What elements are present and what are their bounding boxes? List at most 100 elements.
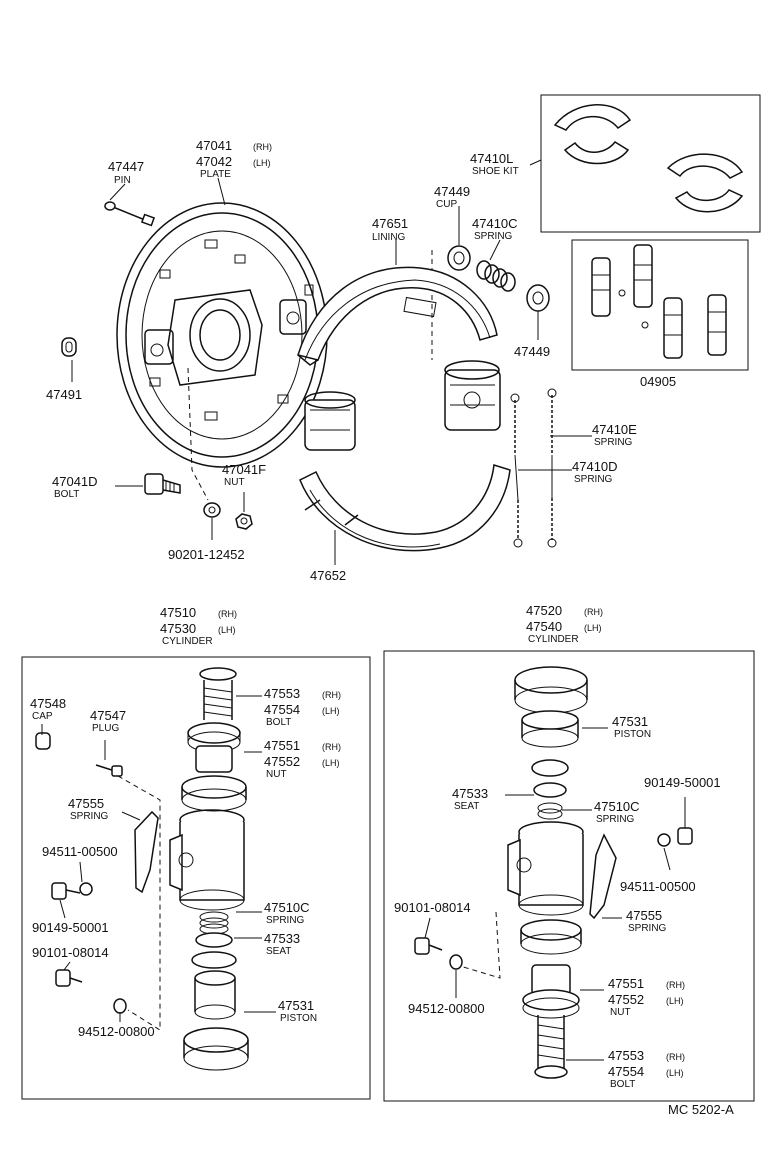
- svg-text:SPRING: SPRING: [574, 474, 613, 485]
- label-47410e: 47410E SPRING: [592, 422, 637, 448]
- label-47041: 47041 (RH) 47042 (LH) PLATE: [196, 138, 272, 180]
- svg-text:(LH): (LH): [322, 758, 340, 768]
- svg-text:47520: 47520: [526, 603, 562, 618]
- svg-text:NUT: NUT: [610, 1007, 631, 1018]
- label-47449: 47449: [514, 344, 550, 359]
- svg-text:SPRING: SPRING: [266, 915, 305, 926]
- clip-drawing: [61, 337, 77, 357]
- svg-text:47041: 47041: [196, 138, 232, 153]
- svg-text:47551: 47551: [264, 738, 300, 753]
- label-04905: 04905: [640, 374, 676, 389]
- svg-text:47552: 47552: [264, 754, 300, 769]
- svg-text:(LH): (LH): [666, 1068, 684, 1078]
- svg-text:SEAT: SEAT: [266, 946, 291, 957]
- label-47551-right: 47551 (RH) 47552 (LH) NUT: [608, 976, 685, 1018]
- return-springs-drawing: [510, 388, 557, 548]
- label-47555-right: 47555 SPRING: [626, 908, 667, 934]
- label-90149-right: 90149-50001: [644, 775, 721, 790]
- svg-text:47531: 47531: [278, 998, 314, 1013]
- svg-text:(LH): (LH): [253, 158, 271, 168]
- label-47410d: 47410D SPRING: [572, 459, 618, 485]
- assembly-cylinder-right: [444, 360, 501, 431]
- svg-text:SPRING: SPRING: [474, 231, 513, 242]
- svg-text:SPRING: SPRING: [628, 923, 667, 934]
- svg-text:BOLT: BOLT: [54, 489, 79, 500]
- svg-text:NUT: NUT: [224, 477, 245, 488]
- pin-drawing: [104, 201, 156, 227]
- svg-text:47510: 47510: [160, 605, 196, 620]
- shoe-kit-box: [540, 94, 761, 233]
- svg-text:47533: 47533: [264, 931, 300, 946]
- svg-text:(LH): (LH): [666, 996, 684, 1006]
- label-47449-cup: 47449 CUP: [434, 184, 470, 210]
- label-47041d: 47041D BOLT: [52, 474, 98, 500]
- repair-kit-box: [571, 239, 749, 371]
- label-47553-right: 47553 (RH) 47554 (LH) BOLT: [608, 1048, 685, 1090]
- svg-text:47555: 47555: [626, 908, 662, 923]
- svg-text:SEAT: SEAT: [454, 801, 479, 812]
- label-94511-right: 94511-00500: [620, 879, 696, 894]
- cup-47449b-drawing: [526, 284, 550, 312]
- backing-plate-drawing: [116, 202, 328, 468]
- svg-text:47553: 47553: [264, 686, 300, 701]
- svg-text:47547: 47547: [90, 708, 126, 723]
- label-47510c-left: 47510C SPRING: [264, 900, 310, 926]
- washer-90201-drawing: [203, 502, 221, 518]
- svg-text:(LH): (LH): [218, 625, 236, 635]
- label-47555-left: 47555 SPRING: [68, 796, 109, 822]
- label-47531-right: 47531 PISTON: [612, 714, 651, 740]
- label-47510c-right: 47510C SPRING: [594, 799, 640, 825]
- svg-text:47530: 47530: [160, 621, 196, 636]
- label-94512-right: 94512-00800: [408, 1001, 485, 1016]
- svg-text:47651: 47651: [372, 216, 408, 231]
- cup-47449-drawing: [447, 245, 471, 271]
- svg-text:47410C: 47410C: [472, 216, 518, 231]
- guide-line: [187, 367, 209, 501]
- svg-text:(LH): (LH): [584, 623, 602, 633]
- svg-text:(RH): (RH): [666, 980, 685, 990]
- svg-text:CAP: CAP: [32, 711, 53, 722]
- label-47533-right: 47533 SEAT: [452, 786, 488, 812]
- svg-text:SPRING: SPRING: [596, 814, 635, 825]
- svg-text:CUP: CUP: [436, 199, 457, 210]
- svg-text:47410E: 47410E: [592, 422, 637, 437]
- label-90101-left: 90101-08014: [32, 945, 109, 960]
- svg-text:47041D: 47041D: [52, 474, 98, 489]
- left-cylinder-exploded: [35, 667, 249, 1071]
- diagram-ref: MC 5202-A: [668, 1102, 734, 1117]
- svg-text:47531: 47531: [612, 714, 648, 729]
- label-47410l: 47410L SHOE KIT: [470, 151, 519, 177]
- svg-text:47533: 47533: [452, 786, 488, 801]
- svg-text:PISTON: PISTON: [280, 1013, 317, 1024]
- svg-text:47548: 47548: [30, 696, 66, 711]
- svg-text:CYLINDER: CYLINDER: [528, 634, 579, 645]
- svg-text:47552: 47552: [608, 992, 644, 1007]
- svg-text:47554: 47554: [608, 1064, 644, 1079]
- shoe-kit-shoes: [553, 104, 744, 213]
- label-47410c: 47410C SPRING: [472, 216, 518, 242]
- lower-shoe-drawing: [299, 464, 511, 552]
- svg-text:NUT: NUT: [266, 769, 287, 780]
- label-94512-left: 94512-00800: [78, 1024, 155, 1039]
- assembly-cylinder-left: [304, 391, 356, 451]
- bolt-47041d-drawing: [144, 473, 181, 495]
- svg-text:47555: 47555: [68, 796, 104, 811]
- leader-lines: [41, 159, 686, 1061]
- svg-text:47510C: 47510C: [594, 799, 640, 814]
- upper-shoe-drawing: [297, 266, 498, 366]
- svg-text:SPRING: SPRING: [70, 811, 109, 822]
- svg-text:47449: 47449: [434, 184, 470, 199]
- svg-text:47554: 47554: [264, 702, 300, 717]
- label-47651: 47651 LINING: [372, 216, 408, 243]
- label-47553-left: 47553 (RH) 47554 (LH) BOLT: [264, 686, 341, 728]
- svg-text:PIN: PIN: [114, 175, 131, 186]
- svg-text:47540: 47540: [526, 619, 562, 634]
- right-cylinder-exploded: [414, 666, 693, 1079]
- nut-47041f-drawing: [235, 513, 253, 530]
- label-90101-right: 90101-08014: [394, 900, 471, 915]
- svg-text:BOLT: BOLT: [610, 1079, 635, 1090]
- label-90149-left: 90149-50001: [32, 920, 109, 935]
- svg-text:(RH): (RH): [253, 142, 272, 152]
